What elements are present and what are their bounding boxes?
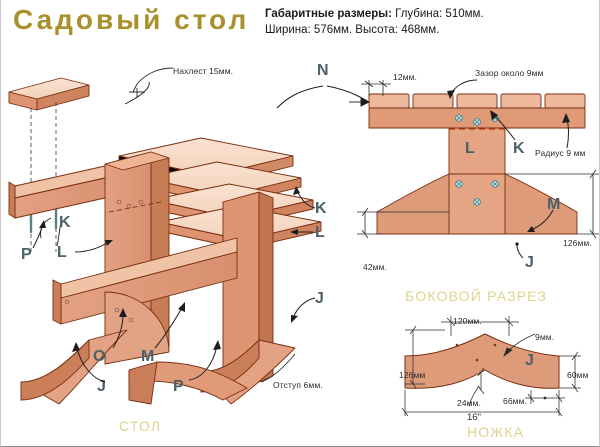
label-o-leader [112, 308, 127, 349]
dimensions-line-2: Ширина: 576мм. Высота: 468мм. [265, 24, 440, 36]
section-label-j: J [525, 254, 534, 271]
section-radius-leader [562, 113, 570, 149]
label-n: N [317, 62, 329, 79]
section-j-leader [515, 242, 524, 259]
leg-dim-24: 24мм. [457, 398, 482, 408]
section-k-leader [490, 110, 516, 141]
caption-main-view: СТОЛ [119, 418, 162, 434]
section-m-leader [527, 209, 554, 232]
overall-dimensions: Габаритные размеры: Глубина: 510мм. Шири… [265, 6, 595, 38]
section-dim-12: 12мм. [393, 72, 418, 82]
leg-label-j: J [525, 352, 534, 369]
left-foot [20, 329, 128, 405]
label-k-right: K [315, 200, 327, 217]
section-note-gap: Зазор около 9мм [475, 68, 544, 78]
page-title: Садовый стол [13, 4, 250, 35]
label-j-right-leader [291, 297, 316, 323]
left-side-rail [8, 161, 124, 219]
curved-bracket [104, 291, 170, 365]
overlap-leader [129, 67, 174, 98]
side-section-drawing [349, 80, 599, 239]
label-m: M [141, 348, 155, 365]
note-offset: Отступ 6мм. [273, 380, 323, 390]
label-p-left: P [21, 246, 32, 263]
dim-126-marks [505, 169, 599, 239]
leg-dim-60: 60мм [567, 370, 589, 380]
leg-dim-9: 9мм. [535, 332, 555, 342]
label-j-bottom: J [97, 378, 106, 395]
leg-profile-drawing [401, 316, 581, 417]
offset-leader [260, 353, 296, 383]
section-note-radius: Радиус 9 мм [535, 148, 586, 158]
dimensions-label: Габаритные размеры: [265, 8, 392, 20]
leg-dim-16in: 16" [467, 412, 481, 423]
label-l-right: L [315, 224, 325, 241]
label-j-bottom-leader [72, 342, 106, 383]
label-j-right: J [315, 290, 324, 307]
main-isometric-drawing [8, 77, 322, 405]
dim-12-marks [361, 80, 391, 96]
hidden-edge-dashes [108, 201, 162, 213]
section-screw-crosses [456, 115, 498, 205]
exploded-top-board [8, 77, 90, 111]
note-overlap: Нахлест 15мм. [173, 66, 234, 76]
bottom-shaped-rail [128, 361, 248, 405]
label-l-left-leader [74, 240, 113, 253]
leg-dim-120: 120мм. [453, 316, 482, 326]
label-l-right-leader [290, 229, 313, 235]
section-top-slats [368, 93, 586, 109]
caption-side-section: БОКОВОЙ РАЗРЕЗ [405, 288, 548, 304]
leg-dim-126: 126мм [399, 370, 426, 380]
label-k-right-leader [293, 186, 316, 209]
dim-42-marks [357, 207, 449, 239]
section-label-l: L [465, 140, 475, 157]
label-p-left-leader [32, 220, 46, 249]
section-label-m: M [547, 196, 561, 213]
section-dim-42: 42мм. [363, 262, 388, 272]
leg-center-marks [455, 343, 497, 362]
section-left-pointer [349, 97, 371, 107]
caption-leg-view: НОЖКА [467, 424, 525, 440]
label-m-leader [154, 302, 185, 349]
section-label-k: K [513, 140, 525, 157]
section-dim-126: 126мм. [563, 238, 592, 248]
leg-dimension-lines [401, 316, 581, 417]
label-l-left: L [57, 244, 67, 261]
label-p-bottom: P [173, 378, 184, 395]
label-k-left: K [59, 214, 71, 231]
leg-mid-dot [543, 396, 547, 400]
label-p-bottom-leader [188, 340, 221, 381]
section-gap-leader [447, 79, 478, 99]
dimensions-depth: Глубина: 510мм. [391, 8, 484, 20]
label-o: O [93, 348, 106, 365]
leg-outline [404, 333, 560, 389]
dimensions-line-1: Габаритные размеры: Глубина: 510мм. [265, 6, 595, 22]
leg-dim-66: 66мм. [503, 396, 528, 406]
